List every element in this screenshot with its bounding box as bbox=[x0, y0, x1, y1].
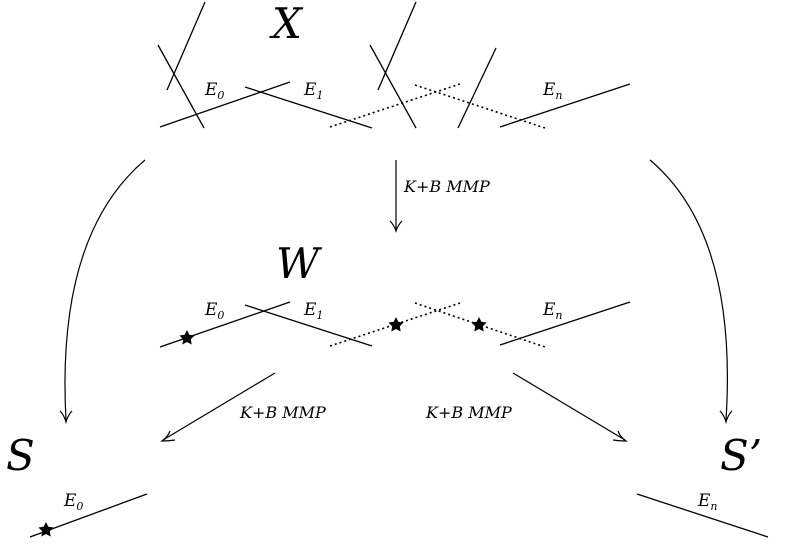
space-label-S: S bbox=[6, 431, 35, 480]
x-label-E1: E1 bbox=[303, 80, 323, 102]
x-curve-mid-a bbox=[377, 1, 417, 91]
x-curve-mid-b bbox=[369, 44, 417, 129]
arrow-W-to-S: K+B MMP bbox=[160, 372, 326, 442]
s-prime-curve-En bbox=[636, 493, 769, 538]
arrow-W-to-S-prime-shaft bbox=[512, 372, 626, 441]
w-singular-point-star-1 bbox=[179, 330, 195, 345]
w-curve-E0 bbox=[159, 301, 291, 348]
arrow-X-to-W-head bbox=[389, 220, 403, 233]
w-curve-En bbox=[499, 301, 631, 346]
s-prime-label-En: En bbox=[697, 491, 718, 513]
x-curve-left-a bbox=[166, 1, 206, 91]
x-label-E0: E0 bbox=[204, 80, 224, 102]
s-singular-point-star bbox=[38, 522, 54, 537]
x-curve-E0 bbox=[159, 81, 291, 128]
w-label-En: En bbox=[542, 300, 563, 322]
arrow-W-to-S-shaft bbox=[162, 372, 276, 441]
w-label-E1: E1 bbox=[303, 300, 323, 322]
arrow-X-to-W-label: K+B MMP bbox=[403, 177, 490, 196]
x-curve-dotted-b bbox=[414, 84, 546, 129]
space-S-prime-configuration: S’ En bbox=[636, 431, 769, 538]
arrow-X-to-S-prime-head bbox=[719, 410, 733, 425]
arrow-W-to-S-prime-label: K+B MMP bbox=[425, 403, 512, 422]
space-label-X: X bbox=[269, 0, 304, 48]
space-label-S-prime: S’ bbox=[720, 431, 762, 480]
x-curve-right bbox=[457, 47, 497, 129]
w-singular-point-star-2 bbox=[388, 317, 404, 332]
s-label-E0: E0 bbox=[63, 491, 83, 513]
arrow-X-to-W: K+B MMP bbox=[389, 160, 490, 233]
space-W-configuration: W E0 E1 En bbox=[159, 239, 631, 348]
x-curve-En bbox=[499, 83, 631, 128]
space-S-configuration: S E0 bbox=[6, 431, 148, 538]
arrow-X-to-S bbox=[59, 159, 146, 425]
arrow-X-to-S-head bbox=[59, 410, 73, 425]
space-X-configuration: X E0 E1 En bbox=[157, 0, 631, 129]
arrow-W-to-S-head bbox=[160, 430, 176, 442]
w-singular-point-star-3 bbox=[471, 317, 487, 332]
arrow-W-to-S-prime-head bbox=[612, 430, 628, 442]
space-label-W: W bbox=[276, 239, 323, 288]
x-label-En: En bbox=[542, 80, 563, 102]
arrow-W-to-S-prime: K+B MMP bbox=[425, 372, 628, 442]
arrow-X-to-S-curve bbox=[64, 159, 146, 421]
w-label-E0: E0 bbox=[204, 300, 224, 322]
arrow-W-to-S-label: K+B MMP bbox=[239, 403, 326, 422]
arrow-X-to-S-prime bbox=[649, 159, 733, 425]
x-curve-E1 bbox=[244, 86, 373, 129]
arrow-X-to-S-prime-curve bbox=[649, 159, 728, 421]
